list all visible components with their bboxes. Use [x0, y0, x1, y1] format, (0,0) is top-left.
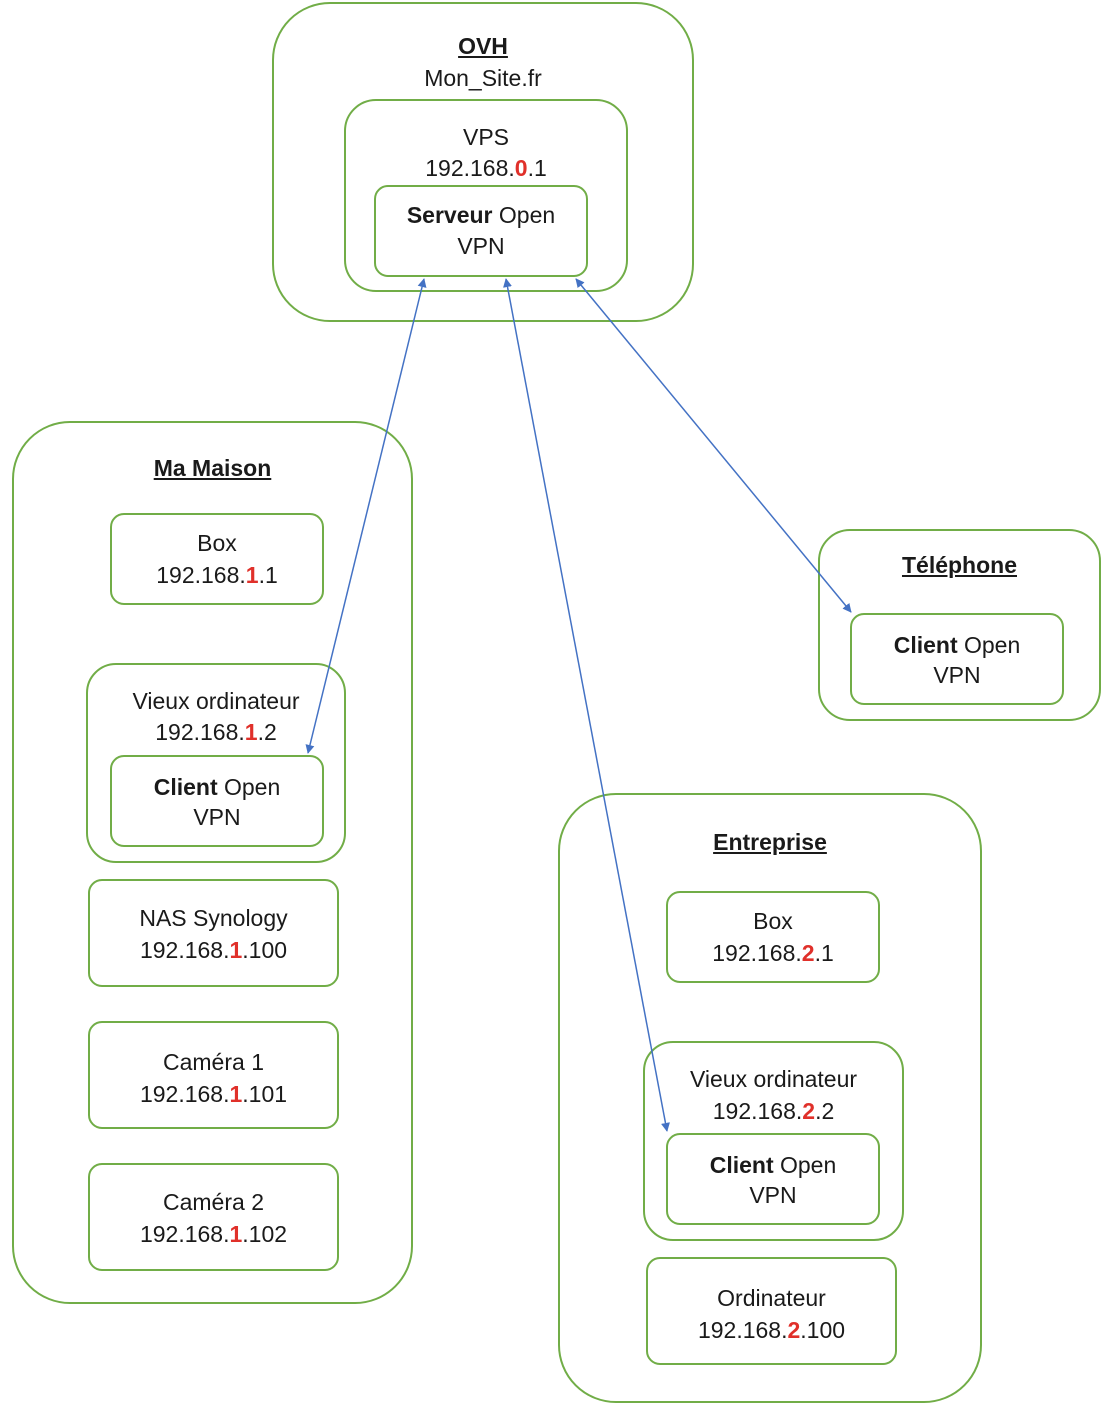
- link-server-telephone-client: [575, 278, 852, 613]
- maison-title: Ma Maison: [153, 455, 272, 481]
- telephone-title: Téléphone: [901, 552, 1017, 578]
- maison-vieux-ip: 192.168.1.2: [155, 719, 277, 745]
- entreprise-vieux-ip: 192.168.2.2: [712, 1098, 835, 1124]
- entreprise-box-ip: 192.168.2.1: [712, 940, 834, 966]
- telephone-client-label-line2: VPN: [933, 662, 981, 688]
- maison-camera1-node: Caméra 1 192.168.1.101: [88, 1021, 339, 1129]
- maison-camera1-ip: 192.168.1.101: [139, 1081, 288, 1107]
- maison-box-node: Box 192.168.1.1: [110, 513, 324, 605]
- maison-camera2-node: Caméra 2 192.168.1.102: [88, 1163, 339, 1271]
- maison-nas-label: NAS Synology: [139, 905, 288, 931]
- entreprise-ordinateur-label: Ordinateur: [717, 1285, 826, 1311]
- vps-ip: 192.168.0.1: [425, 155, 547, 181]
- entreprise-client-label-line2: VPN: [749, 1182, 797, 1208]
- maison-client-label-line2: VPN: [193, 804, 241, 830]
- entreprise-client-label: Client Open: [709, 1152, 837, 1178]
- ovh-title: OVH: [458, 33, 508, 59]
- telephone-client-label: Client Open: [893, 632, 1021, 658]
- entreprise-title: Entreprise: [713, 829, 827, 855]
- maison-camera2-label: Caméra 2: [163, 1189, 264, 1215]
- openvpn-server-label-line2: VPN: [457, 233, 505, 259]
- entreprise-ordinateur-ip: 192.168.2.100: [697, 1317, 846, 1343]
- entreprise-ordinateur-node: Ordinateur 192.168.2.100: [646, 1257, 897, 1365]
- maison-box-ip: 192.168.1.1: [156, 562, 278, 588]
- maison-vieux-label: Vieux ordinateur: [132, 688, 300, 714]
- maison-camera1-label: Caméra 1: [163, 1049, 264, 1075]
- ovh-site: Mon_Site.fr: [424, 65, 542, 91]
- entreprise-box-label: Box: [753, 908, 793, 934]
- maison-client-label: Client Open: [153, 774, 281, 800]
- entreprise-vieux-label: Vieux ordinateur: [689, 1066, 858, 1092]
- entreprise-box-node: Box 192.168.2.1: [666, 891, 880, 983]
- maison-camera2-ip: 192.168.1.102: [139, 1221, 288, 1247]
- maison-openvpn-client-node: Client Open VPN: [110, 755, 324, 847]
- telephone-openvpn-client-node: Client Open VPN: [850, 613, 1064, 705]
- openvpn-server-label: Serveur Open: [406, 202, 556, 228]
- maison-nas-ip: 192.168.1.100: [139, 937, 288, 963]
- maison-nas-node: NAS Synology 192.168.1.100: [88, 879, 339, 987]
- vps-label: VPS: [462, 124, 510, 150]
- openvpn-server-node: Serveur Open VPN: [374, 185, 588, 277]
- maison-box-label: Box: [197, 530, 237, 556]
- entreprise-openvpn-client-node: Client Open VPN: [666, 1133, 880, 1225]
